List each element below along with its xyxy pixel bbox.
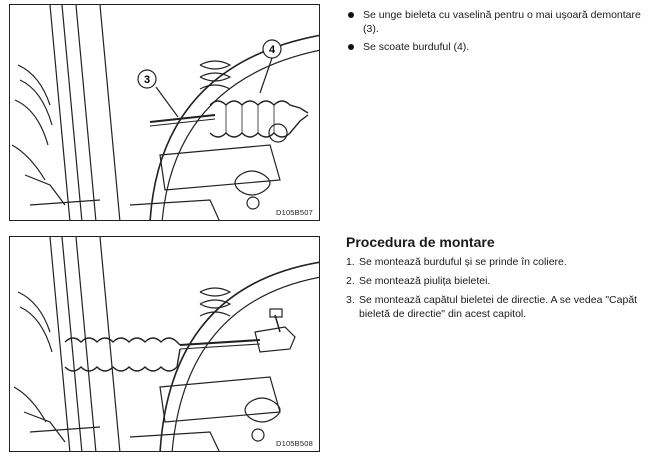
figure-boot-installation: D105B508 — [9, 236, 320, 452]
illustration-steering-boot-installation — [13, 237, 319, 451]
callout-3-label: 3 — [144, 74, 150, 86]
figure-boot-removal: 3 4 D105B507 — [9, 4, 320, 221]
illustration-steering-boot-removal: 3 4 — [11, 5, 319, 220]
step-text: Se montează piulița bieletei. — [359, 275, 491, 287]
bullet-text: Se scoate burduful (4). — [363, 41, 470, 53]
callout-4: 4 — [262, 39, 282, 59]
bullet-icon — [348, 12, 354, 18]
step-item: 1. Se montează burduful și se prinde în … — [346, 255, 646, 269]
step-text: Se montează burduful și se prinde în col… — [359, 256, 567, 268]
bullet-text: Se unge bieleta cu vaselină pentru o mai… — [363, 9, 641, 35]
step-number: 3. — [346, 294, 355, 306]
step-text: Se montează capătul bieletei de directie… — [359, 294, 638, 320]
removal-steps: Se unge bieleta cu vaselină pentru o mai… — [346, 8, 646, 58]
section-title: Procedura de montare — [346, 234, 495, 250]
figure-code: D105B508 — [275, 439, 313, 448]
bullet-item: Se scoate burduful (4). — [346, 40, 646, 54]
install-procedure: Procedura de montare 1. Se montează burd… — [346, 235, 646, 326]
callout-4-label: 4 — [269, 44, 276, 56]
step-number: 1. — [346, 256, 355, 268]
step-item: 3. Se montează capătul bieletei de direc… — [346, 293, 646, 321]
callout-3: 3 — [137, 69, 157, 89]
bullet-item: Se unge bieleta cu vaselină pentru o mai… — [346, 8, 646, 36]
step-item: 2. Se montează piulița bieletei. — [346, 274, 646, 288]
bullet-icon — [348, 44, 354, 50]
figure-code: D105B507 — [275, 208, 313, 217]
step-number: 2. — [346, 275, 355, 287]
